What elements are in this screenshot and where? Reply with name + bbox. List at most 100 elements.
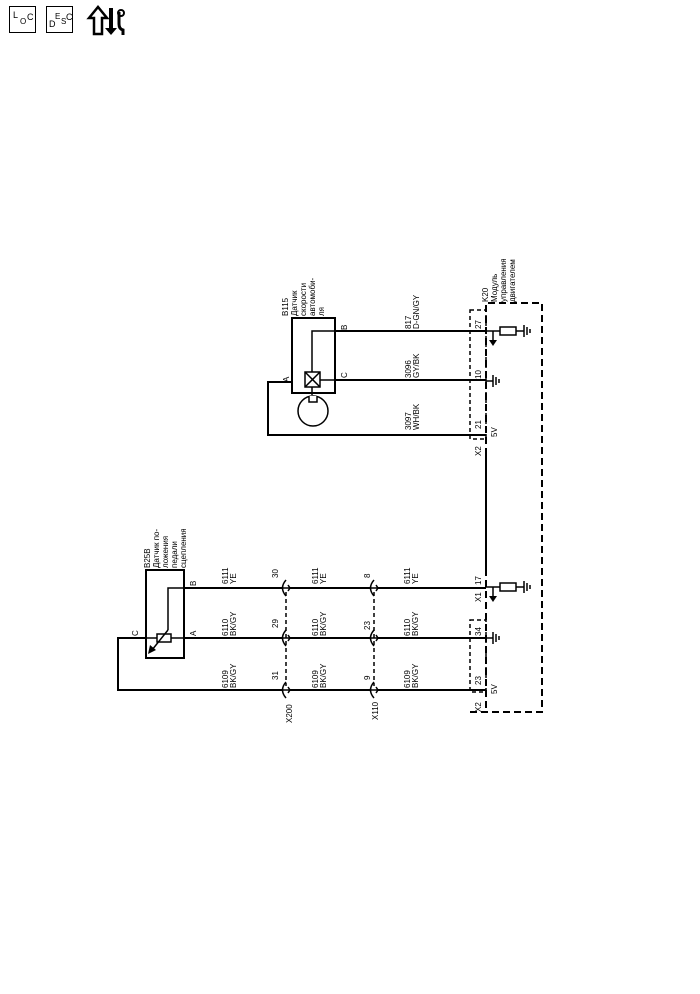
wire-6110-seg2-color: BK/GY	[319, 611, 328, 636]
clutch-sensor-name-line3: педали	[170, 541, 179, 568]
ecm-connector-x2-top-label: X2	[474, 446, 483, 456]
clutch-sensor-name-line1: Датчик по-	[152, 529, 161, 568]
reluctor-wheel-symbol	[297, 395, 329, 427]
ecm-internal-circuits	[486, 325, 531, 644]
wire-6110-seg1-circuit: 6110	[221, 618, 230, 636]
ecm-supply-5v-top: 5V	[490, 427, 499, 437]
wire-817-circuit: 817	[404, 315, 413, 329]
clutch-sensor-pin-a: A	[189, 630, 198, 636]
ecm-connector-x2-top	[469, 309, 487, 440]
clutch-sensor-pin-b: B	[189, 581, 198, 586]
inline-connector-x110[interactable]: 8 23 9 X110	[363, 573, 380, 720]
loc-letter-l: L	[13, 10, 19, 20]
wire-6109-seg2-circuit: 6109	[311, 670, 320, 688]
ecm-pin-17: 17	[474, 576, 483, 585]
x200-pin-29: 29	[271, 619, 280, 628]
ecm-connector-x2-bottom	[469, 619, 487, 693]
connector-terminal-symbol	[369, 629, 380, 647]
ground-symbol	[486, 632, 500, 644]
speed-sensor-pin-a: A	[282, 376, 291, 382]
wire-6110-seg2-circuit: 6110	[311, 618, 320, 636]
connector-terminal-symbol	[281, 629, 292, 647]
sensor-element-symbol	[304, 330, 335, 395]
connector-terminal-symbol	[281, 681, 292, 699]
wire-6109-seg1-color: BK/GY	[229, 663, 238, 688]
wire-6110-seg1-color: BK/GY	[229, 611, 238, 636]
location-view-button[interactable]: L O C	[9, 6, 36, 33]
wire-6111-seg1-color: YE	[229, 573, 238, 584]
speed-sensor-ref: B115	[281, 297, 290, 316]
desc-letter-s: S	[61, 17, 67, 26]
wire-6111-seg2-circuit: 6111	[311, 567, 320, 584]
wire-3097-circuit: 3097	[404, 412, 413, 430]
ecm-connector-x2-bottom-label: X2	[474, 702, 483, 712]
wire-6109-seg3-circuit: 6109	[403, 670, 412, 688]
speed-sensor-name-line2: скорости	[299, 283, 308, 316]
x200-label: X200	[285, 704, 294, 723]
potentiometer-symbol	[146, 587, 184, 654]
wire-6110-seg3-circuit: 6110	[403, 618, 412, 636]
ecm-name-line1: Модуль	[490, 274, 499, 302]
wire-6109-seg3-color: BK/GY	[411, 663, 420, 688]
clutch-sensor-name-line2: ложения	[161, 536, 170, 568]
ecm-pin-34: 34	[474, 627, 483, 636]
ecm-connector-x1-label: X1	[474, 592, 483, 602]
pullup-resistor-symbol	[486, 325, 531, 346]
connector-terminal-symbol	[369, 579, 380, 597]
connector-terminal-symbol	[281, 579, 292, 597]
ecm-ref: K20	[481, 287, 490, 302]
loc-letter-o: O	[20, 17, 27, 26]
loc-letter-c: C	[27, 12, 34, 22]
clutch-sensor-pin-c: C	[131, 630, 140, 636]
ecm-module[interactable]: K20 Модуль управления двигателем 27 10 2…	[469, 258, 543, 713]
x110-pin-23: 23	[363, 621, 372, 630]
ecm-name-line2: управления	[499, 258, 508, 302]
wire-6111-seg3-color: YE	[411, 573, 420, 584]
wire-817-color: D-GN/GY	[412, 294, 421, 329]
wire-3096-circuit: 3096	[404, 360, 413, 378]
wire-6110-seg3-color: BK/GY	[411, 611, 420, 636]
repair-tools-button[interactable]	[86, 4, 126, 36]
wire-6109-seg1-circuit: 6109	[221, 670, 230, 688]
inline-connector-x200[interactable]: 30 29 31 X200	[271, 569, 294, 723]
wire-6109-seg2-color: BK/GY	[319, 663, 328, 688]
x110-pin-9: 9	[363, 675, 372, 680]
clutch-sensor-name-line4: сцепления	[179, 528, 188, 568]
wire-6111-seg1-circuit: 6111	[221, 567, 230, 584]
clutch-sensor-ref: B25B	[143, 548, 152, 568]
connector-terminal-symbol	[369, 681, 380, 699]
speed-sensor-pin-c: C	[340, 372, 349, 378]
ecm-name-line3: двигателем	[508, 259, 517, 302]
speed-sensor-name-line3: автомоби-	[308, 277, 317, 316]
desc-letter-c: C	[66, 12, 73, 22]
speed-sensor-name-line4: ля	[317, 307, 326, 316]
ground-symbol	[486, 375, 500, 387]
x200-pin-31: 31	[271, 671, 280, 680]
desc-letter-d: D	[49, 19, 56, 29]
description-view-button[interactable]: D E S C	[46, 6, 73, 33]
ecm-supply-5v-bottom: 5V	[490, 684, 499, 694]
speed-sensor-wires: 817 D-GN/GY 3096 GY/BK 3097 WH/BK	[267, 294, 486, 436]
ecm-pin-21: 21	[474, 420, 483, 429]
wire-6111-seg2-color: YE	[319, 573, 328, 584]
wire-6111-seg3-circuit: 6111	[403, 567, 412, 584]
speed-sensor-pin-b: B	[340, 325, 349, 330]
toolbar: L O C D E S C	[0, 0, 140, 40]
pullup-resistor-symbol	[486, 581, 531, 602]
clutch-sensor-wires: 6111 YE 6110 BK/GY 6109 BK/GY 6111 YE 61…	[117, 567, 486, 691]
speed-sensor-name-line1: Датчик	[290, 290, 299, 316]
wire-3097	[267, 381, 486, 436]
wire-3097-color: WH/BK	[412, 403, 421, 430]
desc-letter-e: E	[55, 12, 61, 21]
ecm-pin-23: 23	[474, 676, 483, 685]
vehicle-speed-sensor[interactable]: B115 Датчик скорости автомоби- ля A B C	[281, 277, 349, 427]
ecm-pin-27: 27	[474, 320, 483, 329]
x110-pin-8: 8	[363, 573, 372, 578]
x110-label: X110	[371, 701, 380, 720]
x200-pin-30: 30	[271, 569, 280, 578]
clutch-pedal-position-sensor[interactable]: B25B Датчик по- ложения педали сцепления…	[131, 528, 198, 659]
ecm-pin-10: 10	[474, 370, 483, 379]
wire-3096-color: GY/BK	[412, 353, 421, 378]
repair-tools-icon	[86, 5, 125, 36]
